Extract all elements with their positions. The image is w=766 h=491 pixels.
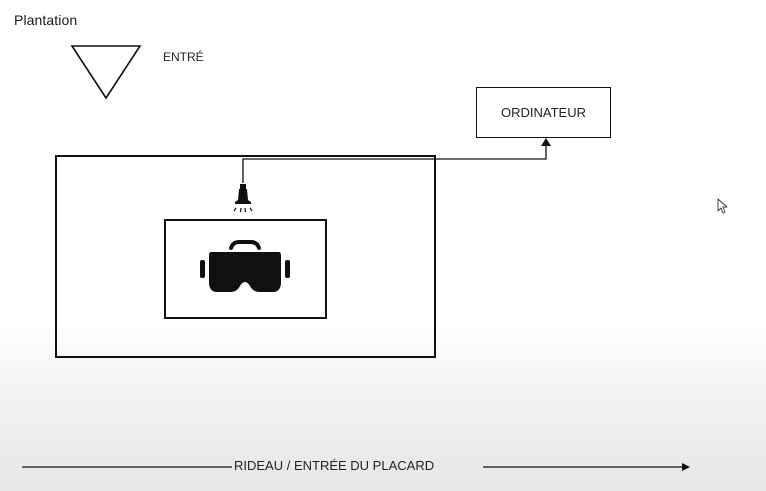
curtain-label: RIDEAU / ENTRÉE DU PLACARD [234, 458, 435, 473]
computer-label: ORDINATEUR [501, 105, 586, 120]
triangle-down-icon [70, 45, 142, 100]
mouse-cursor-icon [717, 198, 728, 214]
computer-box: ORDINATEUR [476, 87, 611, 138]
grow-tent-box [164, 219, 327, 319]
curtain-arrowhead [682, 463, 690, 471]
entrance-label: ENTRÉ [163, 50, 204, 64]
connector-arrowhead [541, 138, 551, 146]
diagram-title: Plantation [14, 12, 78, 28]
